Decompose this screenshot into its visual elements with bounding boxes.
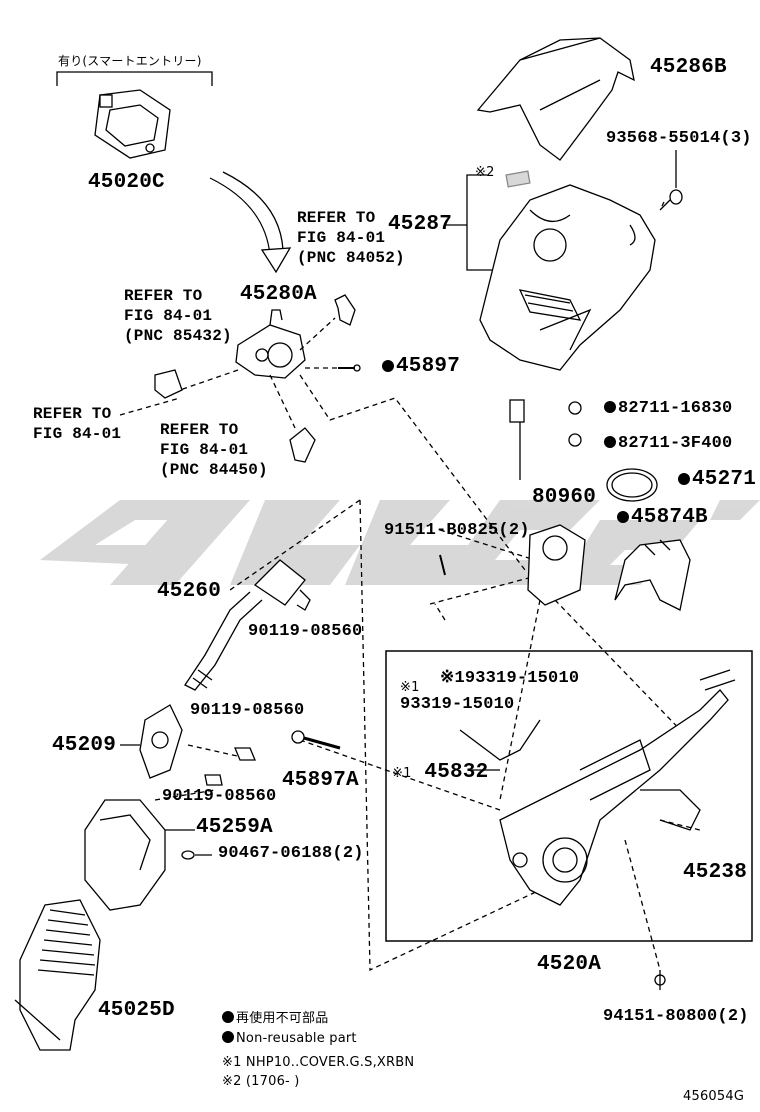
legend-dot	[222, 1031, 234, 1043]
label-45238: 45238	[683, 861, 748, 884]
label-45874b-text: 45874B	[631, 506, 708, 529]
ref-84: REFER TO FIG 84-01	[33, 404, 121, 444]
label-82711-16830: 82711-16830	[604, 400, 732, 418]
legend-non-reusable-en: Non-reusable part	[222, 1031, 357, 1046]
ref-84450: REFER TO FIG 84-01 (PNC 84450)	[160, 420, 268, 480]
legend-note1: ※1 NHP10..COVER.G.S,XRBN	[222, 1055, 415, 1070]
legend-non-reusable-en-text: Non-reusable part	[236, 1031, 357, 1046]
ref-84052: REFER TO FIG 84-01 (PNC 84052)	[297, 208, 405, 268]
part-4520a-drawing	[499, 669, 736, 906]
part-45259a-drawing	[84, 799, 195, 911]
non-reusable-dot	[617, 511, 629, 523]
ref-84450-line1: REFER TO	[160, 421, 239, 439]
legend-dot	[222, 1011, 234, 1023]
label-45832: ※1 45832	[392, 762, 488, 784]
label-91511: 91511-B0825(2)	[384, 521, 530, 540]
part-45260-drawing	[184, 559, 311, 691]
label-82711-3f400-text: 82711-3F400	[618, 434, 733, 453]
smart-entry-header: 有り(スマートエントリー)	[58, 54, 202, 68]
ref-84052-line3: (PNC 84052)	[297, 249, 405, 267]
label-45280a: 45280A	[240, 283, 317, 306]
part-45209-drawing	[120, 704, 183, 779]
part-45280a-drawing	[235, 309, 306, 379]
non-reusable-dot	[678, 473, 690, 485]
figure-number: 456054G	[683, 1089, 745, 1104]
label-93319: 93319-15010	[400, 695, 515, 714]
label-82711-3f400: 82711-3F400	[604, 435, 732, 453]
label-45897-text: 45897	[396, 355, 461, 378]
label-45209: 45209	[52, 734, 117, 757]
label-45259a: 45259A	[196, 816, 273, 839]
label-45897a: 45897A	[282, 769, 359, 792]
non-reusable-dot	[604, 401, 616, 413]
ref-84450-line2: FIG 84-01	[160, 441, 249, 459]
ref-84-line2: FIG 84-01	[33, 425, 122, 443]
part-93568-drawing	[659, 189, 683, 211]
part-45287-drawing	[479, 170, 656, 371]
watermark-logo	[40, 500, 760, 585]
label-90119-a: 90119-08560	[248, 622, 363, 641]
non-reusable-dot	[382, 360, 394, 372]
label-94151: 94151-80800(2)	[603, 1007, 749, 1026]
ref-85432-line3: (PNC 85432)	[124, 327, 232, 345]
label-90119-c: 90119-08560	[162, 787, 277, 806]
curved-arrow	[209, 177, 271, 256]
legend-non-reusable-jp: 再使用不可部品	[222, 1011, 328, 1026]
ref-84450-line3: (PNC 84450)	[160, 461, 268, 479]
label-45020c: 45020C	[88, 171, 165, 194]
label-4520a: 4520A	[537, 953, 602, 976]
label-star1-a: ※1	[400, 680, 420, 695]
label-93568: 93568-55014(3)	[606, 129, 752, 148]
ref-85432-line2: FIG 84-01	[124, 307, 213, 325]
label-45271-text: 45271	[692, 468, 757, 491]
label-45260: 45260	[157, 580, 222, 603]
label-45874b: 45874B	[617, 507, 708, 529]
label-45897: 45897	[382, 356, 460, 378]
label-45025d: 45025D	[98, 999, 175, 1022]
label-80960: 80960	[532, 486, 597, 509]
ref-84052-line1: REFER TO	[297, 209, 376, 227]
label-82711-16830-text: 82711-16830	[618, 399, 733, 418]
legend-note2: ※2 (1706- )	[222, 1074, 300, 1089]
part-80960-drawing	[509, 399, 586, 606]
smart-entry-bracket	[56, 71, 213, 86]
part-45025d-drawing	[14, 899, 101, 1051]
label-star2-top: ※2	[475, 165, 495, 180]
ref-84-line1: REFER TO	[33, 405, 112, 423]
legend-non-reusable-jp-text: 再使用不可部品	[236, 1011, 329, 1026]
label-45287: 45287	[388, 213, 453, 236]
part-45286b-drawing	[476, 37, 635, 161]
label-90467: 90467-06188(2)	[218, 844, 364, 863]
label-45286b: 45286B	[650, 56, 727, 79]
ref-84052-line2: FIG 84-01	[297, 229, 386, 247]
label-90119-b: 90119-08560	[190, 701, 305, 720]
non-reusable-dot	[604, 436, 616, 448]
label-45271: 45271	[678, 469, 756, 491]
ref-85432: REFER TO FIG 84-01 (PNC 85432)	[124, 286, 232, 346]
label-45832-text: 45832	[424, 761, 489, 784]
part-45020c-drawing	[94, 89, 171, 159]
ref-85432-line1: REFER TO	[124, 287, 203, 305]
assembly-box	[385, 650, 753, 942]
label-star1-b: ※1	[392, 766, 412, 781]
label-193319: ※193319-15010	[440, 669, 580, 688]
